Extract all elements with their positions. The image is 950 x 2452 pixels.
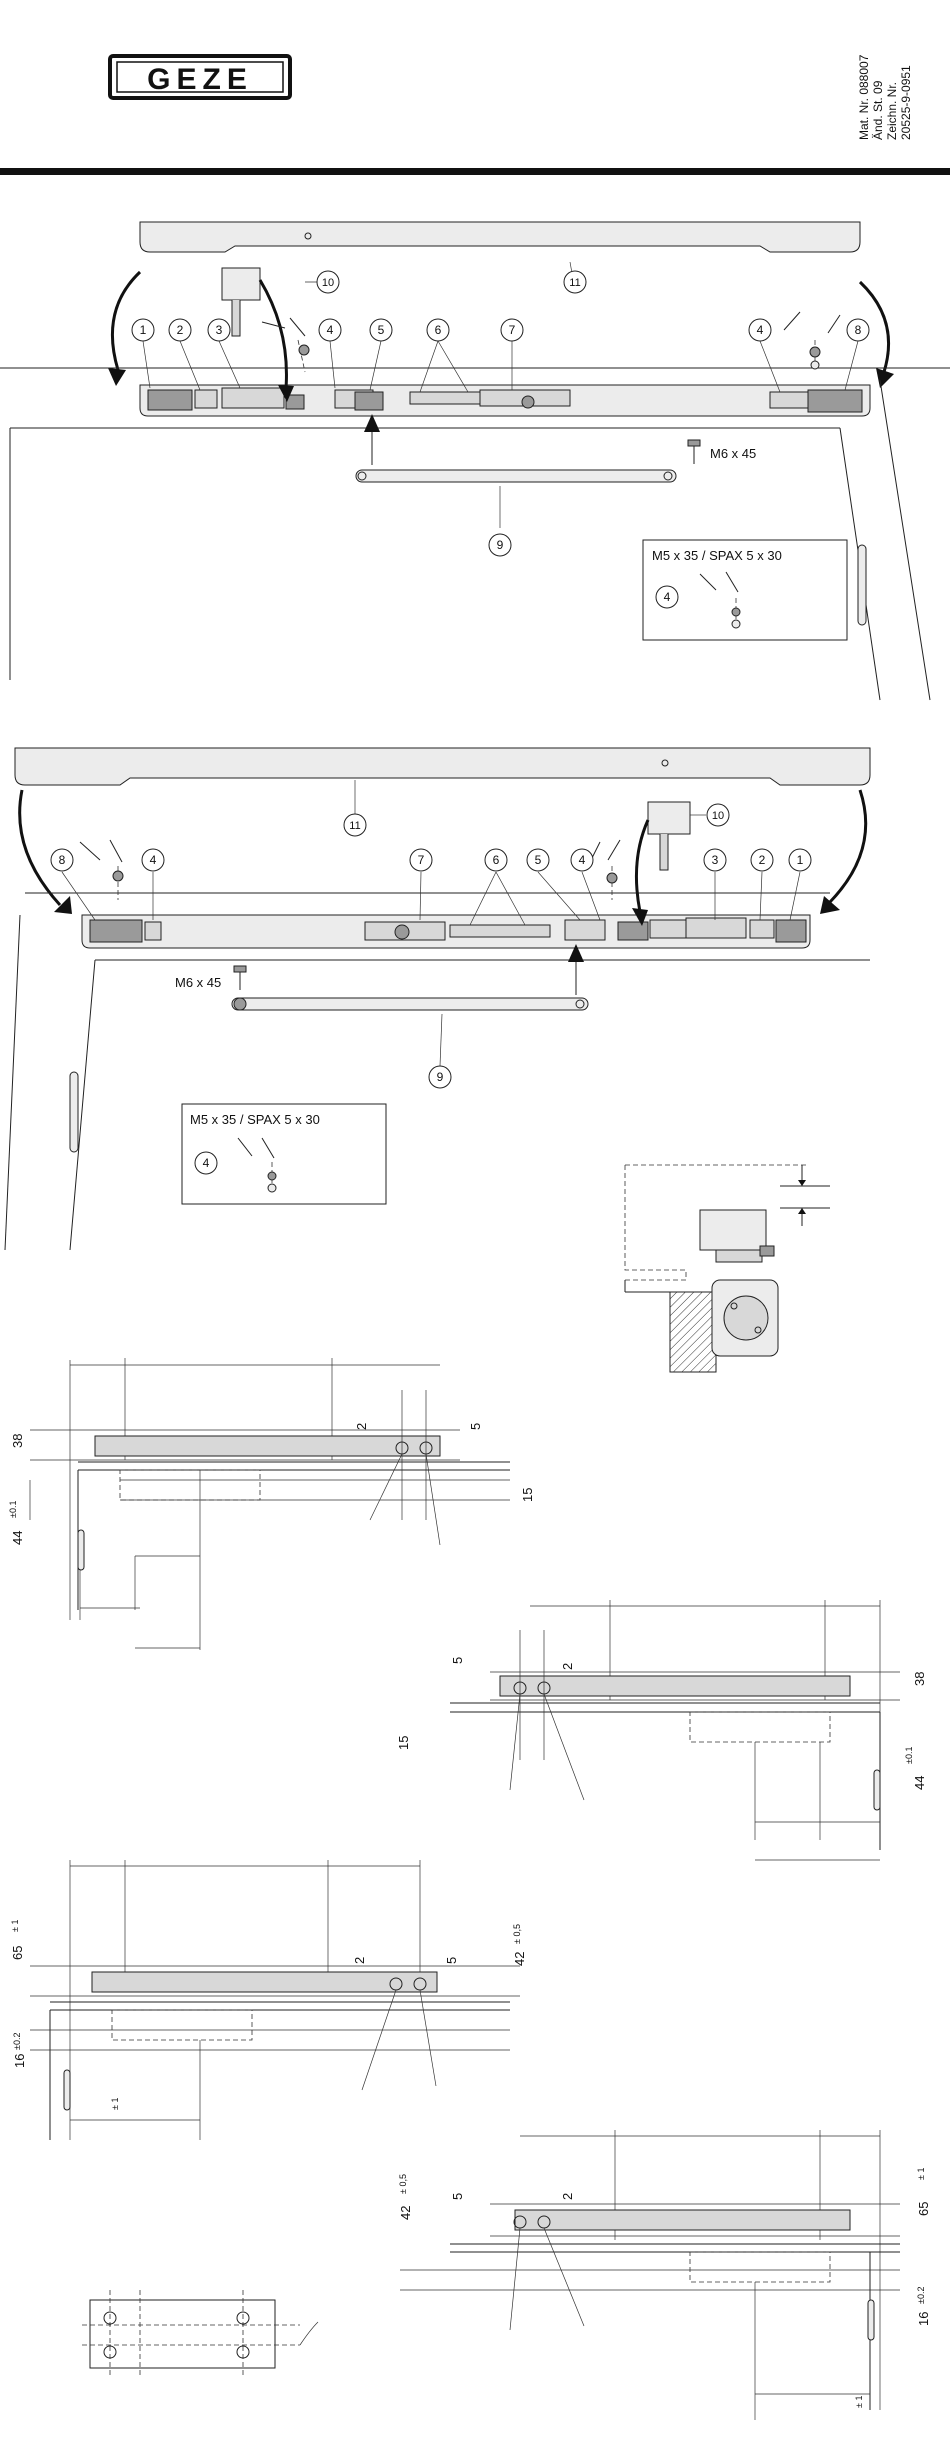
guide-arm-part-9-b [232,998,588,1010]
svg-text:4: 4 [579,853,586,867]
mounting-plate-detail [82,2290,318,2378]
exploded-view-right-hinge: M6 x 45 M5 x 35 / SPAX 5 x 30 1 2 3 4 5 … [0,222,950,700]
dim-65-tol-d: ± 1 [916,2168,926,2180]
dim-16-d: 16 [916,2312,931,2326]
svg-text:3: 3 [712,853,719,867]
logo-text: GEZE [147,63,253,96]
svg-text:6: 6 [493,853,500,867]
screw-label-b: M5 x 35 / SPAX 5 x 30 [190,1112,320,1127]
dim-65-tol-c: ± 1 [10,1920,20,1932]
dim-16-c: 16 [12,2054,27,2068]
cable-holder-part-10 [222,268,260,300]
svg-text:3: 3 [216,323,223,337]
dimension-drawing-b: 38 44 ±0.1 15 2 5 [396,1600,927,1860]
bolt-label: M6 x 45 [710,446,756,461]
dim-5-d: 5 [450,2193,465,2200]
dim-44-tol-b: ±0.1 [904,1747,914,1764]
svg-text:9: 9 [497,538,504,552]
change-status: Änd. St. 09 [871,80,885,140]
dim-42-tol-c: ± 0,5 [512,1924,522,1944]
dim-2-b: 2 [560,1663,575,1670]
dim-2-d: 2 [560,2193,575,2200]
dimension-drawing-c: 65 ± 1 42 ± 0,5 16 ±0.2 2 5 ± 1 [10,1860,527,2140]
dim-pm1-c: ± 1 [110,2098,120,2110]
dim-15-a: 15 [520,1488,535,1502]
svg-text:6: 6 [435,323,442,337]
dim-2-c: 2 [352,1957,367,1964]
dim-44-b: 44 [912,1776,927,1790]
dim-44-tol-a: ±0.1 [8,1501,18,1518]
document-numbers: Mat. Nr. 088007 Änd. St. 09 Zeichn. Nr. … [857,54,913,140]
svg-text:7: 7 [418,853,425,867]
dim-42-c: 42 [512,1952,527,1966]
svg-text:8: 8 [59,853,66,867]
cover-part-11 [140,222,860,252]
dimension-drawing-d: 65 ± 1 42 ± 0,5 16 ±0.2 2 5 ± 1 [398,2130,931,2420]
closer-cross-section-detail [625,1165,830,1372]
dim-2-a: 2 [354,1423,369,1430]
dim-65-c: 65 [10,1946,25,1960]
screw-icon [700,574,716,590]
dim-42-tol-d: ± 0,5 [398,2174,408,2194]
dim-5-b: 5 [450,1657,465,1664]
svg-text:7: 7 [509,323,516,337]
dim-5-c: 5 [444,1957,459,1964]
svg-text:4: 4 [203,1156,210,1170]
part-bubbles-bottom: 8 4 7 6 5 4 3 2 1 11 10 9 4 [51,804,811,1174]
bolt-label-b: M6 x 45 [175,975,221,990]
cable-holder-part-10-b [648,802,690,834]
svg-text:8: 8 [855,323,862,337]
closer-body-d [515,2210,850,2230]
guide-arm-part-9 [356,470,676,482]
svg-text:4: 4 [757,323,764,337]
hinge-right [858,545,866,625]
svg-text:4: 4 [664,590,671,604]
drawing-number-label: Zeichn. Nr. [885,82,899,140]
geze-logo: GEZE [110,56,290,98]
dim-pm1-d: ± 1 [854,2396,864,2408]
hinge-left [70,1072,78,1152]
svg-text:2: 2 [177,323,184,337]
screw-label: M5 x 35 / SPAX 5 x 30 [652,548,782,563]
dim-42-d: 42 [398,2206,413,2220]
exploded-view-left-hinge: M6 x 45 M5 x 35 / SPAX 5 x 30 8 4 7 6 5 … [5,748,870,1250]
svg-text:4: 4 [150,853,157,867]
dim-65-d: 65 [916,2202,931,2216]
dim-16-tol-c: ±0.2 [12,2033,22,2050]
svg-text:4: 4 [327,323,334,337]
svg-text:1: 1 [140,323,147,337]
svg-text:10: 10 [712,810,724,822]
dim-44-a: 44 [10,1531,25,1545]
svg-text:10: 10 [322,277,334,289]
closer-body-c [92,1972,437,1992]
dim-38-b: 38 [912,1672,927,1686]
closer-body-a [95,1436,440,1456]
dim-15-b: 15 [396,1736,411,1750]
svg-text:1: 1 [797,853,804,867]
material-number: Mat. Nr. 088007 [857,54,871,140]
svg-text:2: 2 [759,853,766,867]
header-rule [0,168,950,175]
svg-text:11: 11 [349,820,360,832]
drawing-number: 20525-9-0951 [899,65,913,140]
closer-body-b [500,1676,850,1696]
screw-set-right [784,312,840,372]
dim-5-a: 5 [468,1423,483,1430]
cover-part-11-b [15,748,870,785]
dim-38-a: 38 [10,1434,25,1448]
screw-icon-b [238,1138,252,1156]
svg-text:5: 5 [535,853,542,867]
svg-text:5: 5 [378,323,385,337]
svg-text:9: 9 [437,1070,444,1084]
svg-text:11: 11 [569,277,580,289]
dim-16-tol-d: ±0.2 [916,2287,926,2304]
dimension-drawing-a: 38 44 ±0.1 15 2 5 [8,1358,535,1650]
